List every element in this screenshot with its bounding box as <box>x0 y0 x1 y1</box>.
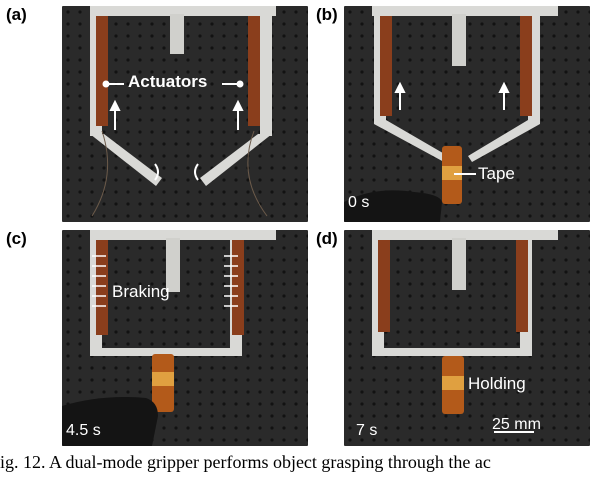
panel-d-letter: (d) <box>316 229 338 248</box>
tape-label: Tape <box>478 164 515 183</box>
panel-b-letter: (b) <box>316 5 338 24</box>
panel-d-illustration <box>344 230 590 446</box>
panel-b-photo: Tape 0 s <box>344 6 590 222</box>
panel-b-time: 0 s <box>348 194 370 211</box>
panel-a-letter: (a) <box>6 5 27 24</box>
figure-caption: ig. 12. A dual-mode gripper performs obj… <box>0 452 491 472</box>
holding-label: Holding <box>468 374 526 393</box>
panel-a-illustration <box>62 6 308 222</box>
actuators-label: Actuators <box>128 72 208 91</box>
panel-c-letter: (c) <box>6 229 27 248</box>
panel-a-photo: Actuators <box>62 6 308 222</box>
panel-c-illustration <box>62 230 308 446</box>
panel-c-time: 4.5 s <box>66 422 101 439</box>
scale-bar-label: 25 mm <box>492 416 541 433</box>
braking-label: Braking <box>112 282 170 301</box>
panel-d-photo: Holding 7 s 25 mm <box>344 230 590 446</box>
panel-c-photo: Braking 4.5 s <box>62 230 308 446</box>
panel-b-illustration <box>344 6 590 222</box>
panel-d-time: 7 s <box>356 422 378 439</box>
